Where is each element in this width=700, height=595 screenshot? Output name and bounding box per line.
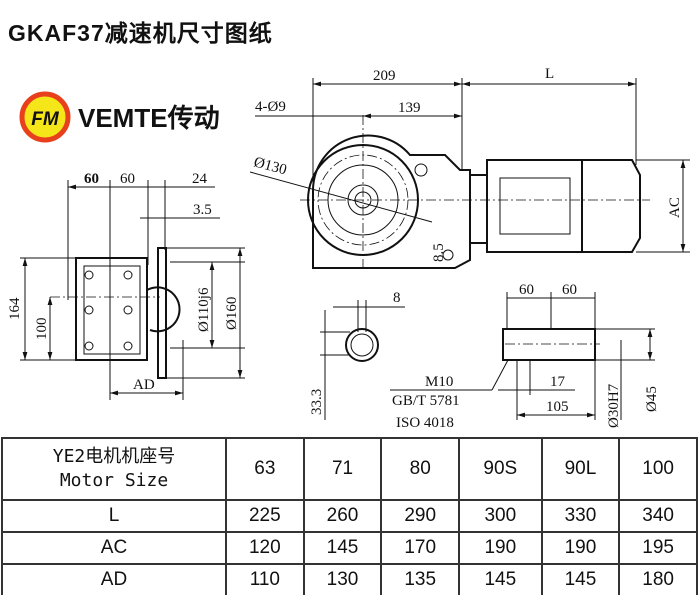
svg-text:Ø45: Ø45 [644, 386, 660, 412]
cell: 110 [225, 563, 305, 595]
svg-text:FM: FM [31, 109, 60, 130]
size-cell: 90S [458, 437, 543, 501]
technical-drawing: FM 60 60 24 3.5 164 100 [7, 66, 690, 431]
svg-text:Ø160: Ø160 [224, 297, 240, 330]
header-cell: YE2电机机座号 Motor Size [1, 437, 227, 501]
header-cn: YE2电机机座号 [52, 446, 176, 467]
size-cell: 80 [380, 437, 461, 501]
left-side-view: 60 60 24 3.5 164 100 Ø110j6 Ø160 [7, 171, 245, 400]
cell: 290 [380, 499, 461, 533]
cell: 340 [618, 499, 698, 533]
svg-text:33.3: 33.3 [309, 389, 325, 415]
row-label: AC [1, 531, 227, 565]
row-label: AD [1, 563, 227, 595]
size-cell: 100 [618, 437, 698, 501]
svg-text:60: 60 [120, 171, 135, 187]
front-view: 209 L 4-Ø9 139 Ø130 8.5 AC [249, 66, 690, 270]
svg-text:164: 164 [7, 297, 23, 320]
svg-text:209: 209 [373, 68, 396, 84]
svg-text:17: 17 [550, 374, 566, 390]
cell: 195 [618, 531, 698, 565]
svg-text:60: 60 [562, 282, 577, 298]
brand-logo: FM [19, 91, 71, 143]
cell: 130 [302, 563, 383, 595]
svg-text:AD: AD [133, 377, 155, 393]
svg-text:ISO 4018: ISO 4018 [396, 415, 454, 431]
svg-text:8.5: 8.5 [431, 243, 447, 262]
svg-text:AC: AC [667, 197, 683, 218]
hollow-shaft-view: 60 60 M10 GB/T 5781 ISO 4018 17 105 Ø30H… [390, 282, 660, 431]
svg-text:60: 60 [519, 282, 534, 298]
svg-text:4-Ø9: 4-Ø9 [255, 99, 286, 115]
svg-text:8: 8 [393, 290, 401, 306]
svg-text:Ø110j6: Ø110j6 [196, 287, 212, 332]
cell: 225 [225, 499, 305, 533]
size-cell: 71 [302, 437, 383, 501]
svg-text:24: 24 [192, 171, 208, 187]
svg-text:L: L [545, 66, 554, 82]
cell: 330 [540, 499, 621, 533]
table-row: AD 110 130 135 145 145 180 [1, 563, 698, 595]
size-cell: 90L [540, 437, 621, 501]
cell: 135 [380, 563, 461, 595]
svg-text:139: 139 [398, 100, 421, 116]
svg-text:60: 60 [84, 171, 99, 187]
cell: 120 [225, 531, 305, 565]
cell: 180 [618, 563, 698, 595]
brand-name: VEMTE传动 [78, 103, 220, 133]
svg-text:GB/T 5781: GB/T 5781 [392, 393, 460, 409]
cell: 190 [540, 531, 621, 565]
cell: 170 [380, 531, 461, 565]
cell: 145 [458, 563, 543, 595]
shaft-key-view: 8 33.3 [309, 290, 405, 420]
cell: 190 [458, 531, 543, 565]
cell: 260 [302, 499, 383, 533]
size-cell: 63 [225, 437, 305, 501]
cell: 300 [458, 499, 543, 533]
svg-text:Ø130: Ø130 [252, 154, 288, 178]
cell: 145 [302, 531, 383, 565]
svg-text:100: 100 [34, 318, 50, 341]
row-label: L [1, 499, 227, 533]
header-en: Motor Size [59, 470, 169, 491]
svg-text:M10: M10 [425, 374, 453, 390]
table-row: L 225 260 290 300 330 340 [1, 499, 698, 533]
svg-text:Ø30H7: Ø30H7 [606, 383, 622, 428]
svg-text:3.5: 3.5 [193, 202, 212, 218]
cell: 145 [540, 563, 621, 595]
table-header-row: YE2电机机座号 Motor Size 63 71 80 90S 90L 100 [1, 437, 698, 501]
page-title: GKAF37减速机尺寸图纸 [8, 20, 273, 46]
svg-text:105: 105 [546, 399, 569, 415]
table-row: AC 120 145 170 190 190 195 [1, 531, 698, 565]
